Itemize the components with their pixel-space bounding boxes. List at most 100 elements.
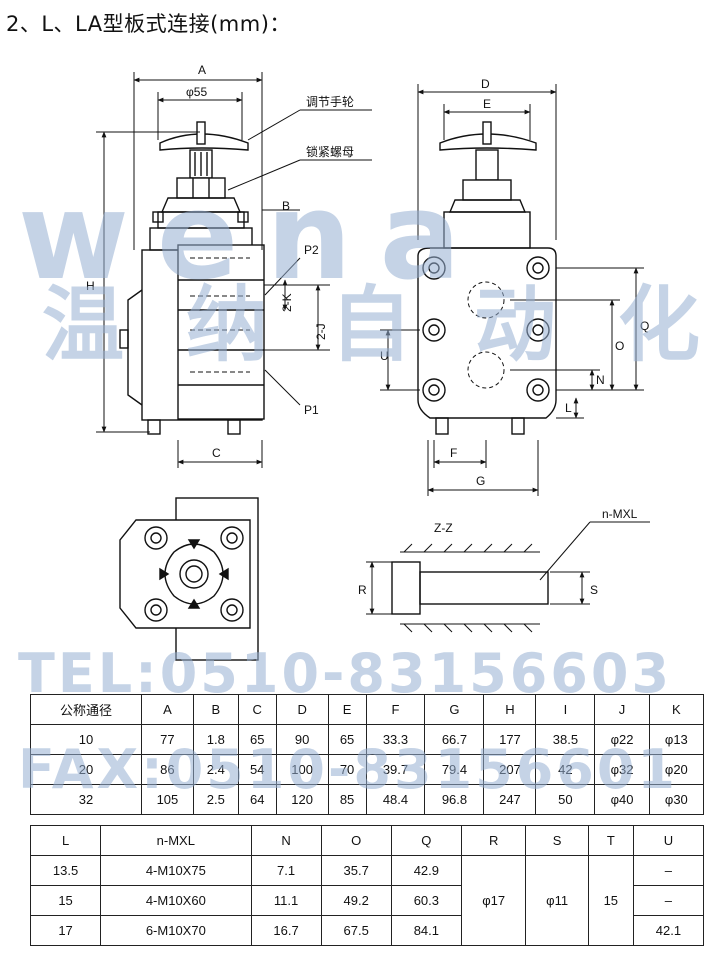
table-cell: φ13 xyxy=(648,724,705,755)
table-cell-merged-R: φ17 xyxy=(460,855,527,946)
table-header-cell: D xyxy=(275,694,329,725)
table-cell: 54 xyxy=(237,754,277,785)
label-R: R xyxy=(358,583,367,597)
table-cell: 10 xyxy=(30,724,142,755)
table-cell: 96.8 xyxy=(424,784,485,815)
label-S: S xyxy=(590,583,598,597)
label-C: C xyxy=(212,446,221,460)
table-cell: – xyxy=(632,885,705,916)
table-header-cell: F xyxy=(365,694,426,725)
bolt-section-view xyxy=(391,543,549,633)
table-cell: 39.7 xyxy=(365,754,426,785)
table-header-cell: 公称通径 xyxy=(30,694,142,725)
table-cell: 33.3 xyxy=(365,724,426,755)
table-cell: 35.7 xyxy=(320,855,392,886)
table-cell: 4-M10X75 xyxy=(100,855,252,886)
technical-drawing: A φ55 调节手轮 锁紧螺母 B H P2 2-K 2-J P1 C xyxy=(86,63,650,661)
table-cell: 49.2 xyxy=(320,885,392,916)
table-cell: φ22 xyxy=(594,724,650,755)
label-O: O xyxy=(615,339,624,353)
table-cell: 16.7 xyxy=(250,915,322,946)
table-cell: 177 xyxy=(483,724,537,755)
table-cell: 2.5 xyxy=(192,784,239,815)
table-cell: 247 xyxy=(483,784,537,815)
page-title: 2、L、LA型板式连接(mm)： xyxy=(6,12,291,36)
label-locknut: 锁紧螺母 xyxy=(306,144,354,159)
table-cell-merged-S: φ11 xyxy=(525,855,589,946)
table-header-cell: L xyxy=(29,825,102,856)
label-nMXL: n-MXL xyxy=(602,507,638,521)
table-cell: 38.5 xyxy=(535,724,596,755)
table-cell: 48.4 xyxy=(365,784,426,815)
table-cell: 207 xyxy=(483,754,537,785)
table-header-cell: S xyxy=(525,825,589,856)
label-H: H xyxy=(86,279,95,293)
label-B: B xyxy=(282,199,290,213)
table-cell: 67.5 xyxy=(320,915,392,946)
label-ZZ: Z-Z xyxy=(434,521,453,535)
table-cell-merged-T: 15 xyxy=(587,855,634,946)
table-header-cell: O xyxy=(320,825,392,856)
table-header-cell: J xyxy=(594,694,650,725)
table-cell: 60.3 xyxy=(390,885,462,916)
table-row: 20 86 2.4 54 100 70 39.7 79.4 207 42 φ32… xyxy=(30,754,705,785)
table-header-cell: G xyxy=(424,694,485,725)
table-header-cell: H xyxy=(483,694,537,725)
table-header-cell: N xyxy=(250,825,322,856)
label-L: L xyxy=(565,401,572,415)
label-N: N xyxy=(596,373,605,387)
table-row: 13.5 4-M10X75 7.1 35.7 42.9 φ17 φ11 15 – xyxy=(29,855,705,946)
table-cell: 13.5 xyxy=(29,855,102,886)
table-cell: 79.4 xyxy=(424,754,485,785)
table-header-row: 公称通径 A B C D E F G H I J K xyxy=(30,694,705,725)
spec-table-2: L n-MXL N O Q R S T U 13.5 4-M10X75 7.1 … xyxy=(29,825,705,946)
label-A: A xyxy=(198,63,206,77)
table-cell: 77 xyxy=(140,724,194,755)
label-P1: P1 xyxy=(304,403,319,417)
table-row: 32 105 2.5 64 120 85 48.4 96.8 247 50 φ4… xyxy=(30,784,705,815)
table-cell: 86 xyxy=(140,754,194,785)
table-cell: 90 xyxy=(275,724,329,755)
bottom-view xyxy=(119,497,259,661)
label-2J: 2-J xyxy=(314,323,328,340)
table-cell: 7.1 xyxy=(250,855,322,886)
label-G: G xyxy=(476,474,485,488)
table-cell: 42.1 xyxy=(632,915,705,946)
table-cell: 42.9 xyxy=(390,855,462,886)
label-Q: Q xyxy=(640,319,649,333)
table-header-cell: K xyxy=(648,694,705,725)
table-header-cell: E xyxy=(327,694,367,725)
table-cell: 85 xyxy=(327,784,367,815)
table-cell: 11.1 xyxy=(250,885,322,916)
table-header-cell: U xyxy=(632,825,705,856)
table-cell: 4-M10X60 xyxy=(100,885,252,916)
label-handwheel: 调节手轮 xyxy=(306,95,354,109)
table-header-cell: C xyxy=(237,694,277,725)
table-header-cell: n-MXL xyxy=(100,825,252,856)
label-U: U xyxy=(380,349,389,363)
front-view xyxy=(119,121,265,435)
table-cell: 42 xyxy=(535,754,596,785)
table-row: 15 4-M10X60 11.1 49.2 60.3 – xyxy=(29,885,705,916)
label-F: F xyxy=(450,446,457,460)
table-header-cell: B xyxy=(192,694,239,725)
label-D: D xyxy=(481,77,490,91)
table-cell: 84.1 xyxy=(390,915,462,946)
table-cell: 15 xyxy=(29,885,102,916)
table-cell: 6-M10X70 xyxy=(100,915,252,946)
label-phi55: φ55 xyxy=(186,85,207,99)
table-cell: 70 xyxy=(327,754,367,785)
table-cell: – xyxy=(632,855,705,886)
table-cell: 120 xyxy=(275,784,329,815)
table-cell: 65 xyxy=(327,724,367,755)
table-header-row: L n-MXL N O Q R S T U xyxy=(29,825,705,856)
table-cell: 32 xyxy=(30,784,142,815)
spec-table-1: 公称通径 A B C D E F G H I J K 10 77 1.8 65 … xyxy=(30,694,705,815)
table-row: 10 77 1.8 65 90 65 33.3 66.7 177 38.5 φ2… xyxy=(30,724,705,755)
table-cell: 100 xyxy=(275,754,329,785)
table-header-cell: T xyxy=(587,825,634,856)
table-row: 17 6-M10X70 16.7 67.5 84.1 42.1 xyxy=(29,915,705,946)
label-P2: P2 xyxy=(304,243,319,257)
side-view xyxy=(417,121,557,435)
label-2K: 2-K xyxy=(280,293,294,312)
